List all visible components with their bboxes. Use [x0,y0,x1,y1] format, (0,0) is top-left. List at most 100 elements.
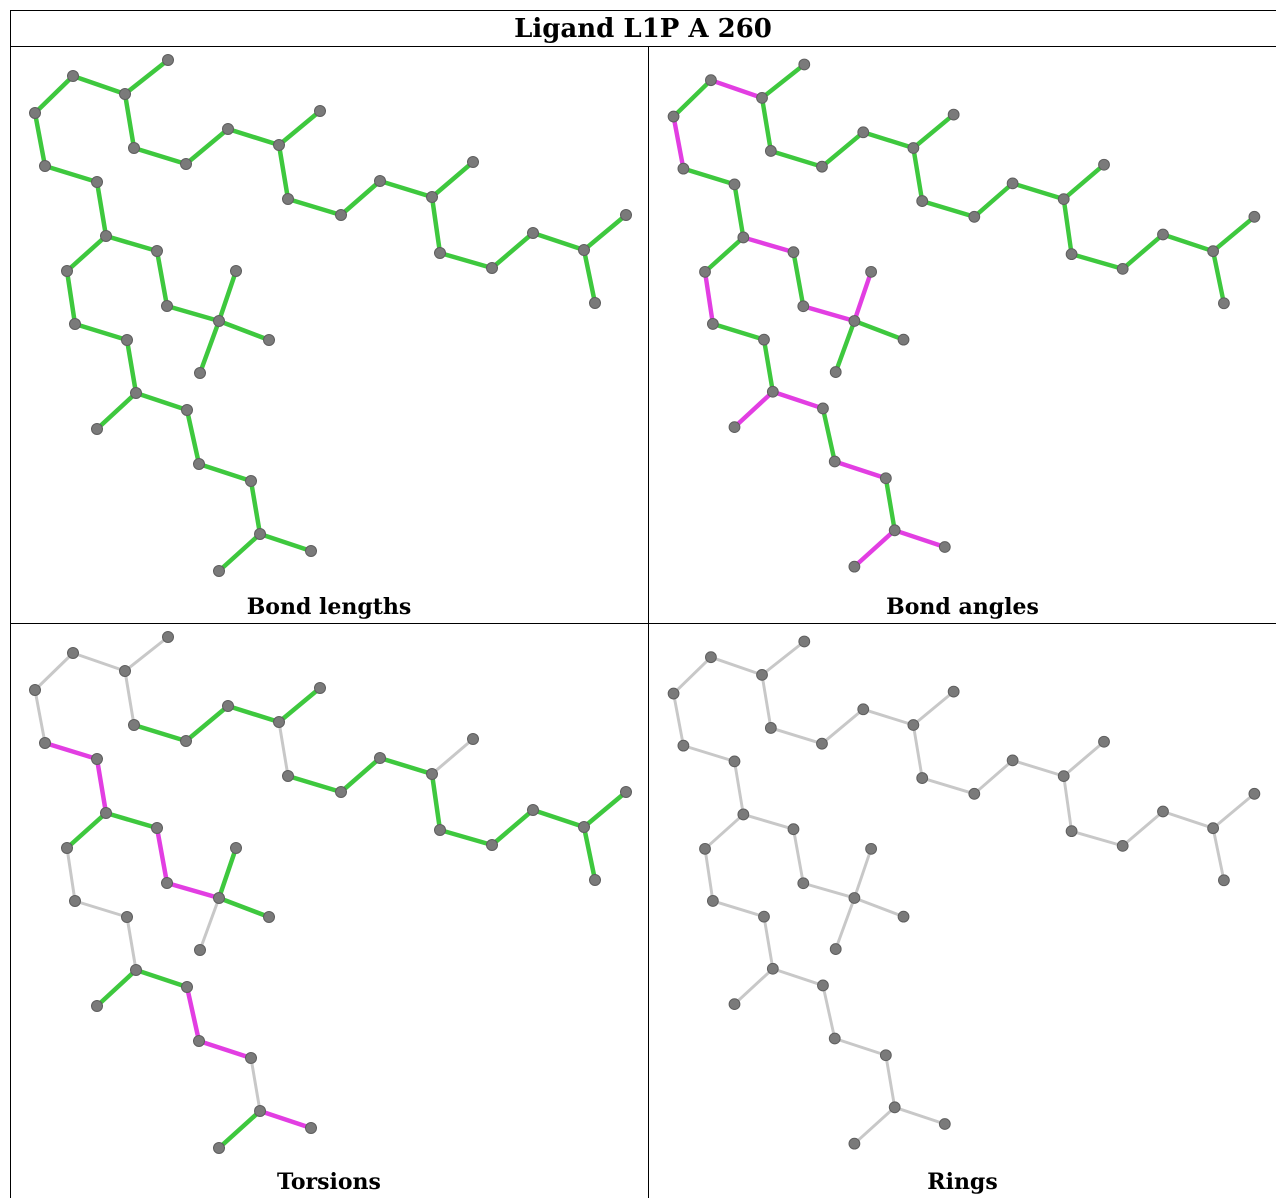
bond [276,685,323,725]
atom [130,964,142,976]
atom [181,404,193,416]
bond [125,915,138,972]
atom [706,318,719,330]
bond [884,1053,897,1109]
atom [728,755,741,768]
atom [282,770,294,782]
atom [69,895,81,907]
bond [703,847,715,903]
atom [737,231,750,244]
bond [64,233,109,274]
caption-rings: Rings [927,1169,998,1195]
bond [429,771,443,833]
bond [1069,251,1125,272]
atom [181,981,193,993]
bond [197,318,222,376]
atom [130,387,142,399]
bond [1211,792,1256,830]
bond [769,726,824,746]
bond-angles-diagram [667,58,1261,573]
atom [968,210,981,223]
atom [888,1101,901,1114]
bond [33,688,47,745]
atom [758,333,770,346]
bond [671,77,714,119]
atom [817,979,829,992]
page-title: Ligand L1P A 260 [10,10,1276,47]
atom [699,842,711,855]
atom [180,735,192,747]
bond [819,130,866,169]
atom [1098,735,1110,748]
bond [702,235,746,275]
bond [277,720,290,778]
bond [759,95,774,154]
bond [429,194,443,256]
bond [791,827,805,885]
atom [620,786,632,798]
atom [426,191,438,203]
bond [820,406,837,464]
atom [764,722,777,734]
bond [429,159,476,200]
bond [852,1105,897,1146]
atom [305,1122,317,1134]
atom [1065,825,1078,838]
atom [857,126,870,139]
atom [161,300,173,312]
bond [911,112,956,151]
atom [100,807,112,819]
atom [121,334,133,346]
atom [1218,874,1230,887]
bond [681,744,736,763]
atom [1006,177,1019,190]
bond [64,810,109,851]
atom [728,178,741,191]
atom [527,227,539,239]
bond [672,655,713,696]
atom [1218,297,1230,310]
bond [911,690,956,727]
atom [1065,248,1078,261]
bond [430,737,475,776]
bond [671,114,686,171]
atom [677,162,690,175]
atom [787,823,800,836]
bond [911,145,925,204]
atom [1248,210,1261,223]
atom [1057,770,1070,783]
atom [897,910,910,923]
atom [1057,193,1070,206]
atom [486,839,498,851]
bond [1070,829,1125,848]
atom [121,911,133,923]
atom [947,108,960,121]
bond [133,390,190,413]
bond [154,825,170,886]
bond [733,967,775,1006]
bond [801,304,857,324]
bond [216,845,239,901]
atom [907,719,920,731]
bond [225,126,282,148]
bond [437,827,495,848]
bond [770,389,826,411]
bond [711,899,766,919]
atom [1006,754,1019,767]
bond [338,755,383,795]
bond [852,318,906,342]
bond [762,915,775,971]
bond [32,110,48,169]
bond [861,707,915,727]
atom [848,560,861,573]
bond [708,77,765,101]
atom [273,716,285,728]
bond [1211,826,1226,882]
bond [377,755,435,777]
atom [128,719,140,731]
atom [254,528,266,540]
bond [741,235,796,255]
bond [771,967,825,987]
atom [119,665,131,677]
bond [1061,162,1107,202]
